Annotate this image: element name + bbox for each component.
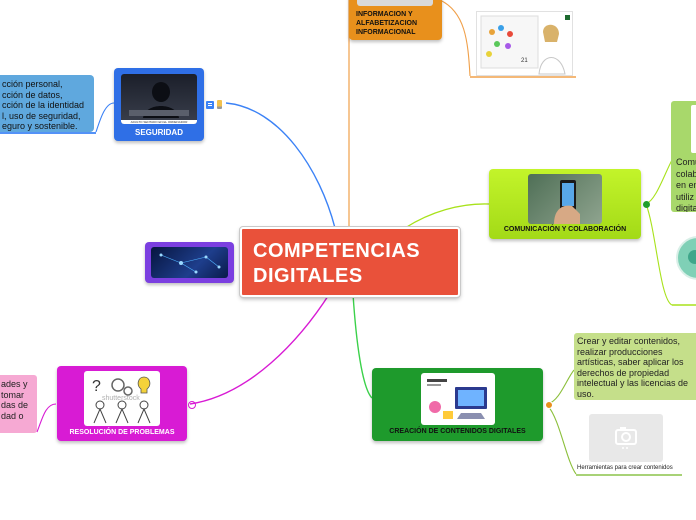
comunicacion-note-line: Comu bbox=[676, 157, 696, 167]
seguridad-thumb-caption: ADULTO SENTADO EN EL ORDENADOR bbox=[121, 120, 197, 124]
seguridad-note-line: eguro y sostenible. bbox=[2, 121, 78, 131]
hacker-icon bbox=[129, 82, 189, 118]
resolucion-note-line: dad o bbox=[1, 410, 24, 421]
svg-text:?: ? bbox=[92, 378, 101, 395]
collapse-toggle-comunicacion[interactable] bbox=[643, 201, 650, 208]
problem-solving-icon: ? bbox=[92, 376, 151, 424]
seguridad-image: ADULTO SENTADO EN EL ORDENADOR bbox=[121, 74, 197, 124]
resolucion-watermark: shutterstock bbox=[102, 395, 140, 402]
seguridad-note-line: cción de la identidad bbox=[2, 100, 85, 110]
informacion-label: INFORMACION Y ALFABETIZACION INFORMACION… bbox=[356, 11, 418, 36]
svg-text:21: 21 bbox=[521, 58, 528, 64]
attach-icon-creacion[interactable] bbox=[545, 401, 553, 409]
seguridad-note-line: cción personal, bbox=[2, 79, 63, 89]
seguridad-note-line: l, uso de seguridad, bbox=[2, 110, 81, 121]
teacher-presentation-icon: 21 bbox=[480, 15, 570, 75]
resolucion-note-line: tomar bbox=[1, 389, 25, 400]
seguridad-note[interactable]: cción personal, cción de datos, cción de… bbox=[0, 75, 94, 132]
line-info-child bbox=[439, 0, 471, 77]
node-seguridad[interactable]: ADULTO SENTADO EN EL ORDENADOR SEGURIDAD bbox=[114, 68, 204, 141]
smartphone-hand-icon bbox=[554, 180, 580, 224]
line-creacion-child1 bbox=[547, 369, 575, 405]
pencil-icon[interactable] bbox=[217, 100, 222, 109]
line-com-child2 bbox=[645, 203, 673, 306]
node-resolucion[interactable]: ? shutterstock RESOLUCIÓN DE PROBLEMAS bbox=[57, 366, 187, 441]
node-comunicacion[interactable]: COMUNICACIÓN Y COLABORACIÓN bbox=[489, 169, 641, 239]
creacion-label: CREACIÓN DE CONTENIDOS DIGITALES bbox=[389, 428, 526, 435]
comunicacion-note-line: colab bbox=[676, 168, 696, 179]
central-topic[interactable]: COMPETENCIAS DIGITALES bbox=[239, 226, 461, 298]
comunicacion-note-line: en en bbox=[676, 180, 696, 190]
comunicacion-note-line: digita bbox=[676, 203, 696, 212]
herramientas-image-placeholder[interactable] bbox=[589, 414, 663, 462]
seguridad-note-line: cción de datos, bbox=[2, 89, 63, 100]
line-comunicacion bbox=[404, 203, 490, 229]
resolucion-note-line: das de bbox=[1, 400, 29, 410]
resolucion-label: RESOLUCIÓN DE PROBLEMAS bbox=[69, 429, 175, 436]
camera-icon bbox=[615, 427, 637, 449]
line-creacion-child2 bbox=[547, 405, 577, 475]
line-com-child1 bbox=[645, 159, 673, 205]
line-seg-child bbox=[95, 102, 115, 133]
seguridad-label: SEGURIDAD bbox=[134, 128, 183, 137]
comunicacion-image bbox=[528, 174, 602, 224]
central-title: COMPETENCIAS DIGITALES bbox=[253, 240, 421, 287]
node-informacion[interactable]: INFORMACION Y ALFABETIZACION INFORMACION… bbox=[349, 0, 442, 40]
comunicacion-note-line: utiliz bbox=[676, 191, 695, 202]
informacion-child-image[interactable]: 21 bbox=[476, 11, 573, 76]
digital-network-image bbox=[151, 247, 228, 278]
comunicacion-note-image bbox=[691, 105, 696, 153]
node-unlabeled-image[interactable] bbox=[145, 242, 234, 283]
comunicacion-label: COMUNICACIÓN Y COLABORACIÓN bbox=[503, 226, 627, 233]
notes-icon[interactable] bbox=[206, 101, 214, 109]
herramientas-label[interactable]: Herramientas para crear contenidos bbox=[577, 465, 673, 471]
link-icon-resolucion[interactable] bbox=[188, 401, 196, 409]
line-resolucion bbox=[189, 292, 331, 405]
line-creacion bbox=[352, 293, 373, 399]
line-res-child bbox=[36, 403, 57, 433]
resolucion-note[interactable]: ades y tomar das de dad o bbox=[0, 375, 37, 433]
node-creacion[interactable]: CREACIÓN DE CONTENIDOS DIGITALES bbox=[372, 368, 543, 441]
resolucion-image: ? shutterstock bbox=[84, 371, 160, 426]
informacion-image bbox=[357, 0, 433, 6]
creacion-note[interactable]: Crear y editar contenidos, realizar prod… bbox=[574, 333, 696, 400]
creacion-image bbox=[421, 373, 495, 425]
interface-design-icon bbox=[427, 379, 487, 419]
creacion-note-text: Crear y editar contenidos, realizar prod… bbox=[577, 336, 689, 399]
resolucion-note-line: ades y bbox=[1, 379, 28, 389]
line-seguridad bbox=[225, 102, 336, 229]
comunicacion-child-inner bbox=[688, 250, 696, 264]
comunicacion-note[interactable]: Comu colab en en utiliz digita bbox=[671, 101, 696, 212]
network-icon bbox=[159, 253, 221, 274]
